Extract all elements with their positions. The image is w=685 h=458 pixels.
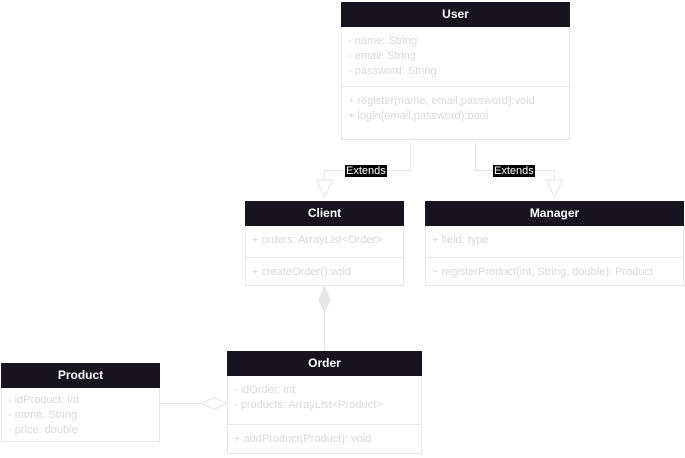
method: + login(email,password):bool — [348, 110, 489, 122]
attribute: - products: ArrayList<Product> — [234, 399, 383, 411]
attribute: + field: type — [432, 234, 489, 246]
class-client-methods: + createOrder():void — [246, 257, 403, 280]
class-user-title: User — [341, 2, 570, 27]
attribute: - idOrder: int — [234, 384, 296, 396]
class-order-methods: + addProduct(Product): void — [228, 424, 421, 447]
class-order-attributes: - idOrder: int - products: ArrayList<Pro… — [228, 376, 421, 424]
manager-extends-label: Extends — [493, 165, 535, 177]
method: + createOrder():void — [252, 266, 351, 278]
class-client-attributes: + orders: ArrayList<Order> — [246, 226, 403, 257]
class-product[interactable]: Product - idProduct: int - name: String … — [1, 363, 160, 442]
class-manager-attributes: + field: type — [426, 226, 683, 257]
class-client-title: Client — [245, 201, 404, 226]
composition-diamond — [318, 284, 331, 315]
class-manager[interactable]: Manager + field: type ~ registerProduct(… — [425, 201, 684, 286]
method: ~ registerProduct(int, String, double): … — [432, 266, 654, 278]
attribute: - idProduct: int — [8, 394, 79, 406]
aggregation-diamond — [199, 396, 229, 411]
client-extends-arrowhead — [315, 179, 334, 199]
class-order-title: Order — [227, 351, 422, 376]
client-extends-label: Extends — [345, 165, 387, 177]
attribute: - password: String — [348, 65, 437, 77]
attribute: - price: double — [8, 424, 78, 436]
class-client[interactable]: Client + orders: ArrayList<Order> + crea… — [245, 201, 404, 286]
class-user-attributes: - name: String - email: String - passwor… — [342, 27, 569, 86]
manager-extends-arrowhead — [545, 179, 564, 199]
method: + register(name, email,password):void — [348, 95, 535, 107]
class-manager-title: Manager — [425, 201, 684, 226]
class-product-title: Product — [1, 363, 160, 388]
class-manager-methods: ~ registerProduct(int, String, double): … — [426, 257, 683, 280]
attribute: - email: String — [348, 50, 416, 62]
attribute: - name: String — [348, 35, 418, 47]
class-product-attributes: - idProduct: int - name: String - price:… — [2, 388, 159, 438]
class-user[interactable]: User - name: String - email: String - pa… — [341, 2, 570, 140]
class-order[interactable]: Order - idOrder: int - products: ArrayLi… — [227, 351, 422, 454]
attribute: - name: String — [8, 409, 78, 421]
attribute: + orders: ArrayList<Order> — [252, 234, 383, 246]
class-user-methods: + register(name, email,password):void + … — [342, 86, 569, 124]
method: + addProduct(Product): void — [234, 433, 372, 445]
